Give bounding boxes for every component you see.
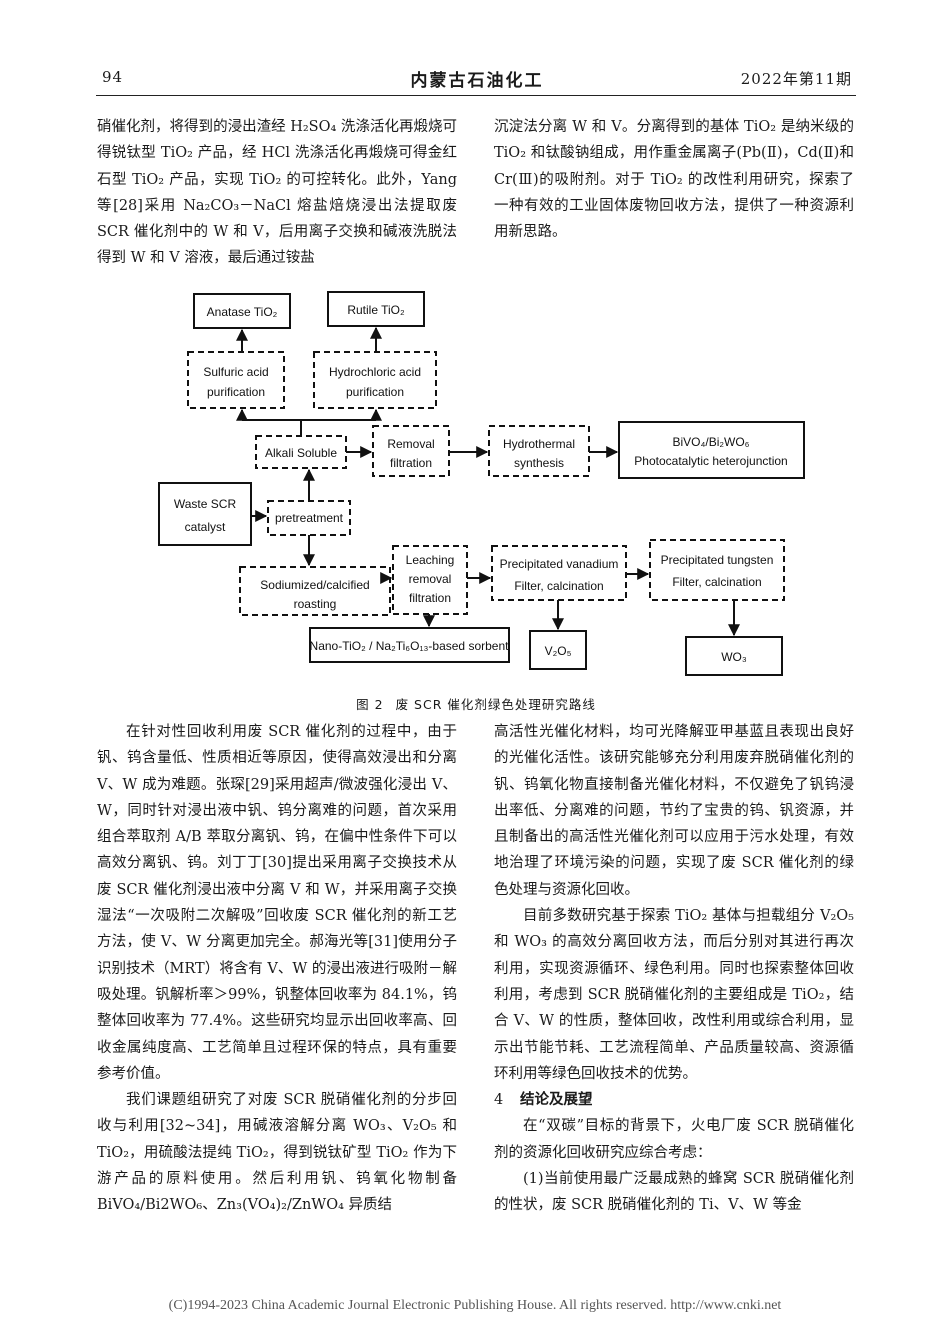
section-title: 结论及展望 xyxy=(520,1091,593,1109)
box-rutile xyxy=(327,291,425,327)
label-alkali: Alkali Soluble xyxy=(265,446,337,460)
column-left-bottom: 在针对性回收利用废 SCR 催化剂的过程中，由于钒、钨含量低、性质相近等原因，使… xyxy=(97,719,457,1219)
label-nano: Nano-TiO₂ / Na₂Ti₆O₁₃-based sorbent xyxy=(310,639,510,653)
box-tungsten xyxy=(649,539,785,601)
box-nano xyxy=(309,627,510,663)
label-tungsten-2: Filter, calcination xyxy=(672,575,761,589)
label-removal-2: filtration xyxy=(390,456,432,470)
paragraph: 硝催化剂，将得到的浸出渣经 H₂SO₄ 洗涤活化再煅烧可得锐钛型 TiO₂ 产品… xyxy=(97,119,457,267)
figure-caption: 图 2 废 SCR 催化剂绿色处理研究路线 xyxy=(96,694,856,713)
label-waste-1: Waste SCR xyxy=(174,497,237,511)
label-hydrochloric-1: Hydrochloric acid xyxy=(329,365,421,379)
label-rutile: Rutile TiO₂ xyxy=(347,303,405,317)
section-heading: 4 结论及展望 xyxy=(494,1087,854,1113)
label-wo3: WO₃ xyxy=(721,650,747,664)
box-sulfuric xyxy=(187,351,285,409)
figure-number: 图 2 xyxy=(356,697,384,712)
paragraph: 我们课题组研究了对废 SCR 脱硝催化剂的分步回收与利用[32~34]，用碱液溶… xyxy=(97,1092,457,1214)
figure-title: 废 SCR 催化剂绿色处理研究路线 xyxy=(395,697,596,712)
paragraph: 高活性光催化材料，均可光降解亚甲基蓝且表现出良好的光催化活性。该研究能够充分利用… xyxy=(494,724,854,898)
box-leaching xyxy=(392,545,468,615)
label-hydrothermal-2: synthesis xyxy=(514,456,564,470)
paragraph: 在针对性回收利用废 SCR 催化剂的过程中，由于钒、钨含量低、性质相近等原因，使… xyxy=(97,724,457,1082)
box-bivo4 xyxy=(618,421,805,479)
label-sodiumized-2: roasting xyxy=(294,597,337,611)
label-vanadium-2: Filter, calcination xyxy=(514,579,603,593)
issue-label: 2022年第11期 xyxy=(740,70,852,88)
box-sodiumized xyxy=(239,566,391,616)
paragraph: 在“双碳”目标的背景下，火电厂废 SCR 脱硝催化剂的资源化回收研究应综合考虑： xyxy=(494,1118,854,1161)
label-sodiumized-1: Sodiumized/calcified xyxy=(260,578,369,592)
section-number: 4 xyxy=(494,1092,504,1109)
box-wo3 xyxy=(685,636,783,676)
box-anatase xyxy=(193,293,291,329)
label-tungsten-1: Precipitated tungsten xyxy=(661,553,774,567)
label-pretreatment: pretreatment xyxy=(275,511,344,525)
box-hydrochloric xyxy=(313,351,437,409)
label-leaching-3: filtration xyxy=(409,591,451,605)
paragraph: 沉淀法分离 W 和 V。分离得到的基体 TiO₂ 是纳米级的 TiO₂ 和钛酸钠… xyxy=(494,119,854,241)
label-anatase: Anatase TiO₂ xyxy=(207,305,278,319)
label-vanadium-1: Precipitated vanadium xyxy=(500,557,619,571)
box-waste xyxy=(158,482,252,546)
copyright-footer: (C)1994-2023 China Academic Journal Elec… xyxy=(168,1298,782,1313)
label-leaching-1: Leaching xyxy=(406,553,455,567)
column-left-top: 硝催化剂，将得到的浸出渣经 H₂SO₄ 洗涤活化再煅烧可得锐钛型 TiO₂ 产品… xyxy=(97,114,457,272)
label-waste-2: catalyst xyxy=(185,520,226,534)
label-sulfuric-2: purification xyxy=(207,385,265,399)
box-hydrothermal xyxy=(488,425,590,477)
journal-name: 内蒙古石油化工 xyxy=(410,71,544,91)
page-header: 94 内蒙古石油化工 2022年第11期 xyxy=(102,66,852,92)
label-hydrochloric-2: purification xyxy=(346,385,404,399)
column-right-bottom: 高活性光催化材料，均可光降解亚甲基蓝且表现出良好的光催化活性。该研究能够充分利用… xyxy=(494,719,854,1219)
page-number: 94 xyxy=(102,68,124,86)
box-v2o5 xyxy=(529,630,587,670)
label-removal-1: Removal xyxy=(387,437,434,451)
flowchart-figure: Anatase TiO₂ Rutile TiO₂ Sulfuric acid p… xyxy=(158,291,805,676)
header-rule xyxy=(96,95,856,96)
label-hydrothermal-1: Hydrothermal xyxy=(503,437,575,451)
box-pretreatment xyxy=(267,500,351,536)
label-bivo4-1: BiVO₄/Bi₂WO₆ xyxy=(672,435,749,449)
column-right-top: 沉淀法分离 W 和 V。分离得到的基体 TiO₂ 是纳米级的 TiO₂ 和钛酸钠… xyxy=(494,114,854,245)
paragraph: 目前多数研究基于探索 TiO₂ 基体与担载组分 V₂O₅ 和 WO₃ 的高效分离… xyxy=(494,908,854,1082)
label-leaching-2: removal xyxy=(409,572,452,586)
label-bivo4-2: Photocatalytic heterojunction xyxy=(634,454,787,468)
label-v2o5: V₂O₅ xyxy=(545,644,572,658)
paragraph: (1)当前使用最广泛最成熟的蜂窝 SCR 脱硝催化剂的性状，废 SCR 脱硝催化… xyxy=(494,1171,854,1214)
label-sulfuric-1: Sulfuric acid xyxy=(203,365,268,379)
